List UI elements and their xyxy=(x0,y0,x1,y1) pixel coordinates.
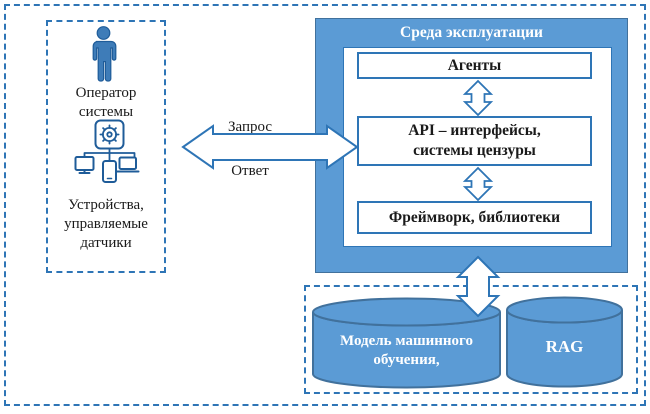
outer-dashed-border xyxy=(4,4,646,406)
operator-devices-panel xyxy=(46,20,166,273)
devices-label: Устройства, управляемые датчики xyxy=(64,197,148,251)
agents-label: Агенты xyxy=(447,56,502,74)
operator-label: Оператор системы xyxy=(75,85,137,120)
api-label-line1: API – интерфейсы, xyxy=(408,122,541,139)
agents-box: Агенты xyxy=(357,52,592,79)
api-box: API – интерфейсы, системы цензуры xyxy=(357,116,592,166)
request-label: Запрос xyxy=(227,119,273,135)
api-label-line2: системы цензуры xyxy=(413,142,536,159)
framework-label: Фреймворк, библиотеки xyxy=(388,208,561,226)
rag-label: RAG xyxy=(545,337,584,356)
framework-box: Фреймворк, библиотеки xyxy=(357,201,592,234)
environment-title: Среда эксплуатации xyxy=(400,24,543,41)
response-label: Ответ xyxy=(231,163,269,179)
ml-model-label: Модель машинного обучения, xyxy=(339,333,473,368)
